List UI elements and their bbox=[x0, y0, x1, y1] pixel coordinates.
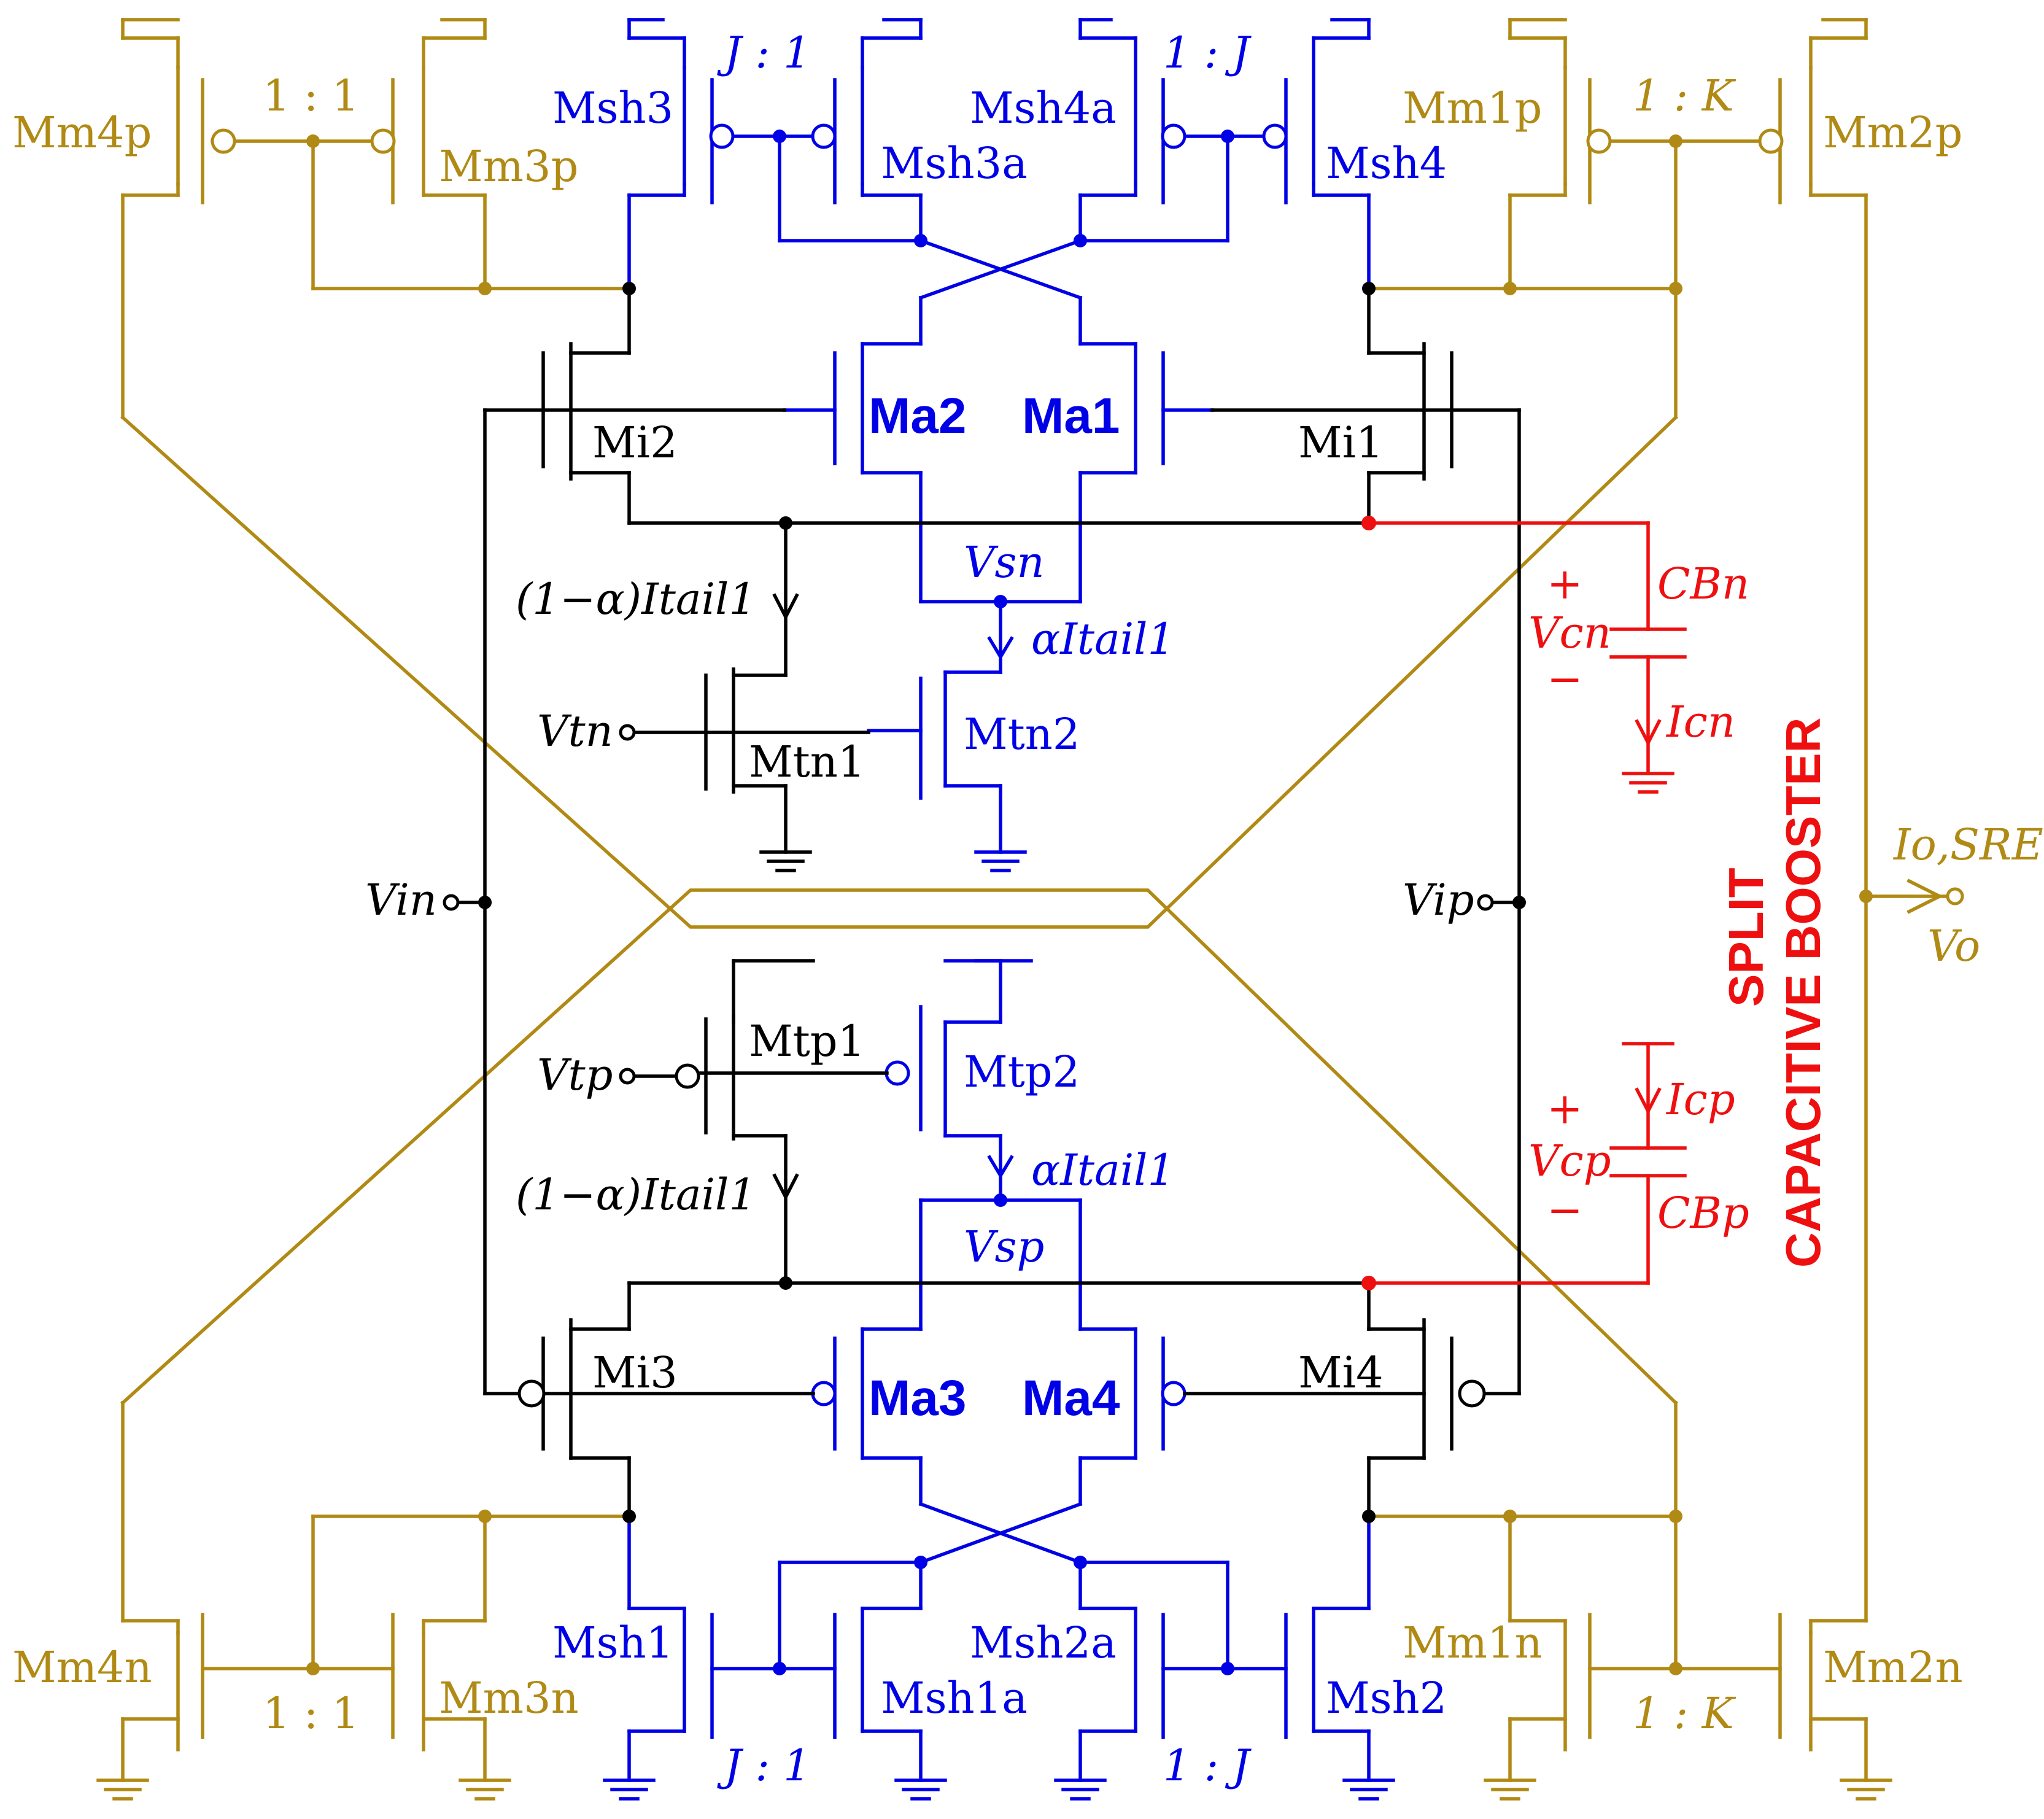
label-icn: Icn bbox=[1665, 697, 1735, 747]
label-msh3: Msh3 bbox=[552, 83, 673, 133]
ratio-top-1j: 1 : J bbox=[1163, 28, 1252, 78]
booster-node-bottom bbox=[1361, 1276, 1376, 1290]
label-tail-left-top: (1−α)Itail1 bbox=[516, 574, 756, 624]
blue-labels: Msh3 Msh3a J : 1 Msh4a Msh4 1 : J Ma2 Ma… bbox=[552, 28, 1447, 1791]
label-mi4: Mi4 bbox=[1298, 1348, 1384, 1398]
label-vo: Vo bbox=[1927, 921, 1980, 971]
label-msh2: Msh2 bbox=[1326, 1673, 1447, 1723]
gold-labels: Mm4p Mm3p 1 : 1 Mm1p Mm2p 1 : K Mm4n Mm3… bbox=[12, 71, 2043, 1739]
label-vcp: Vcp bbox=[1528, 1136, 1611, 1186]
vcn-minus: − bbox=[1547, 654, 1583, 704]
label-msh2a: Msh2a bbox=[970, 1618, 1117, 1668]
label-msh3a: Msh3a bbox=[881, 138, 1028, 188]
label-vsp: Vsp bbox=[964, 1222, 1044, 1272]
label-ma4: Ma4 bbox=[1022, 1370, 1120, 1426]
label-mtp1: Mtp1 bbox=[749, 1016, 865, 1066]
booster-node-top bbox=[1361, 516, 1376, 530]
gold-bubbles bbox=[211, 128, 1964, 1675]
label-mtn2: Mtn2 bbox=[964, 709, 1080, 759]
label-mtn1: Mtn1 bbox=[749, 737, 865, 787]
ratio-bot-left: 1 : 1 bbox=[263, 1688, 359, 1739]
ratio-bot-1j: 1 : J bbox=[1163, 1740, 1252, 1791]
vcp-minus: − bbox=[1547, 1185, 1583, 1235]
black-labels: Mi2 Mi1 (1−α)Itail1 Vtn Mtn1 Vin Vip Vtp… bbox=[365, 417, 1474, 1398]
black-bubbles bbox=[443, 282, 1526, 1523]
label-vin: Vin bbox=[365, 875, 437, 925]
label-mm3p: Mm3p bbox=[439, 141, 578, 192]
label-vsn: Vsn bbox=[964, 537, 1045, 588]
label-mm3n: Mm3n bbox=[439, 1673, 579, 1723]
label-cbp: CBp bbox=[1657, 1188, 1749, 1238]
label-vip: Vip bbox=[1403, 875, 1474, 925]
booster-network bbox=[1367, 521, 1687, 1285]
label-mi3: Mi3 bbox=[592, 1348, 678, 1398]
label-mi1: Mi1 bbox=[1298, 417, 1384, 468]
ratio-top-right: 1 : K bbox=[1633, 71, 1736, 121]
gold-mirror-network bbox=[96, 18, 1951, 1801]
booster-title-line2: CAPACITIVE BOOSTER bbox=[1776, 718, 1830, 1268]
label-vcn: Vcn bbox=[1528, 608, 1611, 658]
label-ma2: Ma2 bbox=[869, 388, 967, 444]
ratio-bot-j1: J : 1 bbox=[717, 1740, 811, 1791]
label-msh1: Msh1 bbox=[552, 1618, 673, 1668]
label-ma3: Ma3 bbox=[869, 1370, 967, 1426]
red-labels: CBn Vcn + − Icn Icp + Vcp − CBp SPLIT CA… bbox=[1528, 559, 1830, 1268]
label-vtp: Vtp bbox=[537, 1050, 613, 1100]
ratio-top-j1: J : 1 bbox=[717, 28, 811, 78]
blue-bubbles bbox=[709, 123, 1288, 1675]
vcn-plus: + bbox=[1547, 559, 1583, 609]
black-input-network bbox=[455, 287, 1521, 1518]
label-mi2: Mi2 bbox=[592, 417, 678, 468]
label-mtp2: Mtp2 bbox=[964, 1047, 1080, 1097]
label-mm4n: Mm4n bbox=[12, 1642, 152, 1693]
label-mm4p: Mm4p bbox=[12, 107, 152, 158]
label-ma1: Ma1 bbox=[1022, 388, 1120, 444]
label-mm2n: Mm2n bbox=[1823, 1642, 1963, 1693]
label-tail-right-top: αItail1 bbox=[1031, 614, 1175, 664]
label-icp: Icp bbox=[1665, 1074, 1735, 1125]
label-cbn: CBn bbox=[1657, 559, 1749, 609]
label-mm1p: Mm1p bbox=[1403, 83, 1542, 133]
label-msh4a: Msh4a bbox=[970, 83, 1117, 133]
label-mm2p: Mm2p bbox=[1823, 107, 1962, 158]
label-msh4: Msh4 bbox=[1326, 138, 1447, 188]
label-tail-left-bot: (1−α)Itail1 bbox=[516, 1169, 756, 1220]
label-vtn: Vtn bbox=[537, 706, 613, 756]
booster-title-line1: SPLIT bbox=[1719, 867, 1773, 1007]
label-msh1a: Msh1a bbox=[881, 1673, 1028, 1723]
blue-aux-network bbox=[603, 18, 1395, 1801]
label-tail-right-bot: αItail1 bbox=[1031, 1145, 1175, 1195]
ratio-bot-right: 1 : K bbox=[1633, 1688, 1736, 1739]
ratio-top-left: 1 : 1 bbox=[263, 71, 359, 121]
label-mm1n: Mm1n bbox=[1403, 1618, 1543, 1668]
label-io-sre: Io,SRE bbox=[1892, 820, 2043, 870]
vcp-plus: + bbox=[1547, 1084, 1583, 1134]
